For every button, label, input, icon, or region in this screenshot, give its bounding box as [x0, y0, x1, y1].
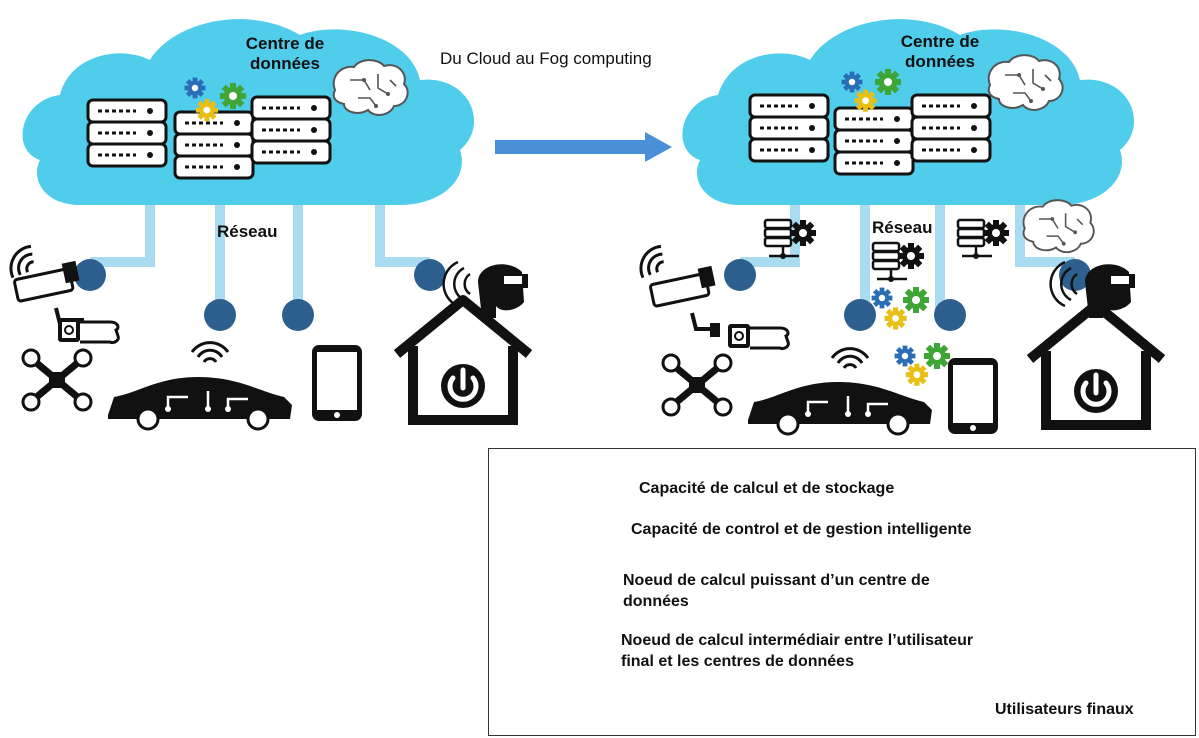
legend-item-datacenter-node-line2: données [623, 593, 689, 610]
legend-item-fog-node: Noeud de calcul intermédiair entre l’uti… [621, 630, 973, 672]
legend: Capacité de calcul et de stockage Capaci… [488, 448, 1196, 736]
legend-item-compute-storage: Capacité de calcul et de stockage [639, 480, 895, 497]
left-connectors [90, 205, 430, 310]
legend-item-fog-node-line1: Noeud de calcul intermédiair entre l’uti… [621, 632, 974, 649]
fog-brain-icon [1022, 199, 1095, 254]
diagram-caption: Du Cloud au Fog computing [440, 49, 652, 68]
legend-item-intelligent-control: Capacité de control et de gestion intell… [631, 521, 972, 538]
right-cloud-title-line2: données [905, 52, 975, 71]
left-network-nodes [74, 259, 446, 331]
left-cloud-title: Centre de données [225, 34, 345, 74]
right-network-nodes [724, 259, 1091, 331]
left-cloud-title-line2: données [250, 54, 320, 73]
legend-item-end-users: Utilisateurs finaux [995, 701, 1134, 718]
right-network-label: Réseau [872, 218, 933, 237]
legend-item-datacenter-node: Noeud de calcul puissant d’un centre de … [623, 570, 930, 612]
left-network-label: Réseau [217, 222, 278, 241]
right-cloud-title-line1: Centre de [900, 32, 980, 51]
left-cloud-title-line1: Centre de [245, 34, 325, 53]
legend-item-fog-node-line2: final et les centres de données [621, 653, 854, 670]
right-cloud-title: Centre de données [880, 32, 1000, 72]
legend-item-datacenter-node-line1: Noeud de calcul puissant d’un centre de [623, 572, 930, 589]
transition-arrow [495, 132, 672, 162]
